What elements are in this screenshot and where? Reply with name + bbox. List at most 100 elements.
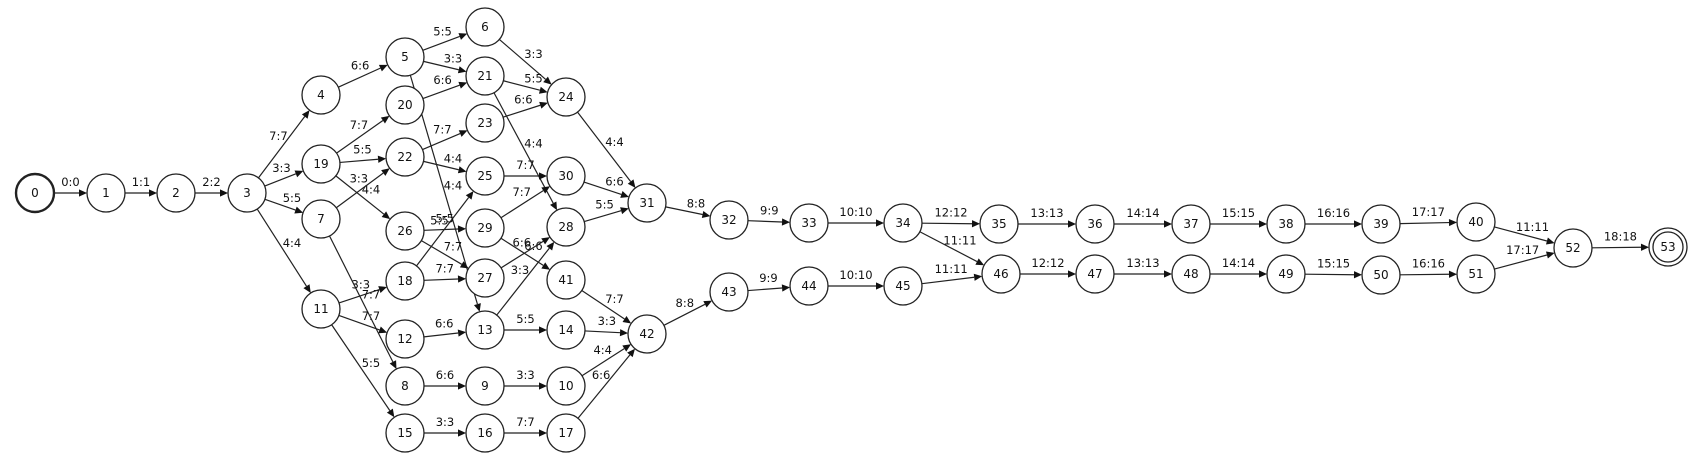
edge-4-5: 6:6 bbox=[338, 59, 388, 88]
edge-label: 8:8 bbox=[676, 296, 695, 310]
edge-43-44: 9:9 bbox=[747, 271, 791, 292]
edge-label: 6:6 bbox=[514, 92, 533, 106]
edge-47-48: 13:13 bbox=[1114, 256, 1172, 278]
arrowhead bbox=[620, 191, 629, 198]
edge-30-31: 6:6 bbox=[583, 175, 629, 198]
edge-line bbox=[336, 120, 384, 154]
edge-13-28: 3:3 bbox=[496, 241, 555, 316]
state-label: 15 bbox=[397, 426, 412, 440]
state-label: 23 bbox=[477, 116, 492, 130]
arrowhead bbox=[538, 86, 548, 94]
edge-27-28: 6:6 bbox=[500, 236, 550, 269]
state-node-22: 22 bbox=[385, 137, 425, 177]
state-circle bbox=[1456, 202, 1496, 242]
edge-line bbox=[502, 104, 541, 118]
arrowhead bbox=[381, 168, 390, 176]
state-label: 18 bbox=[397, 274, 412, 288]
edge-label: 1:1 bbox=[132, 175, 151, 189]
state-circle bbox=[86, 173, 126, 213]
state-node-35: 35 bbox=[979, 204, 1019, 244]
edge-5-21: 3:3 bbox=[423, 52, 467, 74]
state-circle bbox=[465, 310, 505, 350]
arrowhead bbox=[550, 201, 558, 211]
state-node-26: 26 bbox=[385, 211, 425, 251]
edge-19-22: 5:5 bbox=[339, 143, 387, 164]
arrowhead bbox=[294, 170, 304, 178]
edge-label: 9:9 bbox=[759, 271, 778, 285]
edge-34-35: 12:12 bbox=[921, 206, 981, 228]
state-node-23: 23 bbox=[465, 103, 505, 143]
edge-line bbox=[1399, 273, 1450, 276]
state-label: 32 bbox=[721, 213, 736, 227]
edge-line bbox=[416, 197, 470, 267]
edge-label: 4:4 bbox=[524, 137, 543, 151]
edge-line bbox=[1399, 221, 1450, 225]
state-node-34: 34 bbox=[883, 203, 923, 243]
state-node-1: 1 bbox=[86, 173, 126, 213]
arrowhead bbox=[459, 261, 469, 269]
state-circle bbox=[709, 200, 749, 240]
edge-label: 18:18 bbox=[1604, 230, 1637, 244]
state-circle bbox=[156, 173, 196, 213]
edge-32-33: 9:9 bbox=[747, 204, 791, 226]
edge-label: 7:7 bbox=[435, 262, 454, 276]
edge-label: 11:11 bbox=[1516, 220, 1549, 234]
state-node-27: 27 bbox=[465, 258, 505, 298]
state-circle bbox=[546, 413, 586, 453]
state-circle bbox=[385, 137, 425, 177]
arrowhead bbox=[220, 189, 228, 197]
edge-line bbox=[264, 173, 297, 187]
edge-label: 9:9 bbox=[760, 204, 779, 218]
edge-40-52: 11:11 bbox=[1494, 220, 1555, 245]
edge-12-13: 6:6 bbox=[423, 317, 467, 338]
state-node-50: 50 bbox=[1361, 255, 1401, 295]
state-label: 50 bbox=[1373, 268, 1388, 282]
state-label: 20 bbox=[397, 98, 412, 112]
state-circle bbox=[385, 413, 425, 453]
state-node-2: 2 bbox=[156, 173, 196, 213]
edge-line bbox=[498, 38, 546, 80]
edge-line bbox=[747, 287, 783, 292]
state-circle bbox=[385, 211, 425, 251]
arrowhead bbox=[971, 220, 981, 228]
state-circle bbox=[465, 208, 505, 248]
state-label: 26 bbox=[397, 224, 412, 238]
state-circle bbox=[465, 56, 505, 96]
edge-line bbox=[329, 235, 394, 363]
arrowhead bbox=[620, 207, 629, 215]
state-circle bbox=[546, 366, 586, 406]
arrowhead bbox=[627, 179, 636, 188]
state-label: 12 bbox=[397, 332, 412, 346]
arrowhead bbox=[619, 329, 629, 337]
edge-21-24: 5:5 bbox=[503, 72, 548, 94]
arrowhead bbox=[380, 115, 390, 124]
state-node-41: 41 bbox=[546, 260, 586, 300]
state-circle bbox=[1361, 255, 1401, 295]
edge-label: 7:7 bbox=[362, 309, 381, 323]
edge-11-15: 5:5 bbox=[331, 324, 395, 418]
arrowhead bbox=[1545, 251, 1555, 259]
edge-label: 3:3 bbox=[436, 415, 455, 429]
edge-3-19: 3:3 bbox=[264, 161, 304, 187]
edge-line bbox=[423, 228, 459, 231]
state-node-43: 43 bbox=[709, 272, 749, 312]
edge-41-42: 7:7 bbox=[581, 290, 632, 324]
arrowhead bbox=[303, 284, 311, 293]
edge-line bbox=[339, 158, 379, 164]
state-label: 51 bbox=[1468, 267, 1483, 281]
arrowhead bbox=[1354, 220, 1362, 228]
edge-label: 6:6 bbox=[605, 175, 624, 189]
arrowhead bbox=[458, 81, 468, 89]
arrowhead bbox=[539, 326, 547, 334]
edge-label: 12:12 bbox=[1031, 256, 1064, 270]
state-circle bbox=[1456, 254, 1496, 294]
arrowhead bbox=[458, 429, 466, 437]
edge-line bbox=[581, 348, 625, 377]
edge-31-32: 8:8 bbox=[665, 197, 711, 219]
edge-label: 7:7 bbox=[516, 415, 535, 429]
arrowhead bbox=[541, 186, 551, 194]
edge-25-30: 7:7 bbox=[504, 158, 547, 180]
state-circle bbox=[1553, 228, 1593, 268]
